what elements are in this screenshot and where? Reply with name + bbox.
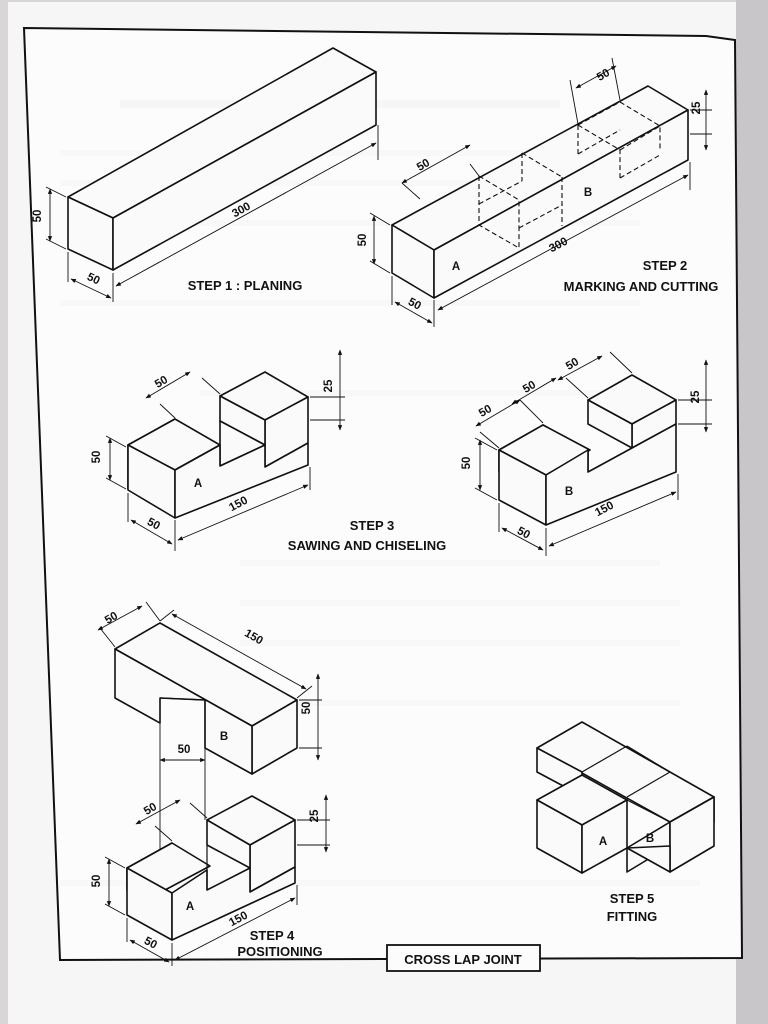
step3b-dim-height: 50 — [461, 457, 473, 470]
step5-label-line2: FITTING — [607, 909, 658, 924]
step2-dim-width: 50 — [406, 296, 423, 313]
step3-label-line1: STEP 3 — [350, 518, 395, 533]
step3a-dim-width: 50 — [145, 516, 162, 533]
step4a-dim-depth: 25 — [309, 809, 321, 822]
step3-label-line2: SAWING AND CHISELING — [288, 538, 446, 553]
step2-dim-cut-width: 50 — [415, 157, 432, 174]
step3b-dim-depth: 25 — [690, 390, 702, 403]
step2-part-a: A — [452, 261, 460, 273]
step2-dim-depth: 25 — [691, 101, 703, 114]
step5-assembled-joint: A B — [536, 721, 715, 874]
step4b-dim-width: 50 — [103, 610, 120, 627]
step3b-dim-left: 50 — [477, 403, 494, 420]
step3-piece-a: 50 50 150 50 25 A — [91, 349, 345, 551]
step3a-dim-height: 50 — [91, 451, 103, 464]
step5-label-line1: STEP 5 — [610, 891, 655, 906]
step4-piece-b-inverted: 50 150 50 50 B — [97, 601, 322, 775]
step2-dim-height: 50 — [357, 234, 369, 247]
title-box — [386, 944, 541, 972]
step4b-dim-slot: 50 — [178, 744, 191, 756]
step1-dim-height: 50 — [32, 210, 44, 223]
step4a-dim-height: 50 — [91, 875, 103, 888]
step3a-dim-depth: 25 — [323, 379, 335, 392]
step2-block: 50 50 300 50 50 25 A B — [357, 57, 712, 327]
step4-label-line2: POSITIONING — [237, 944, 322, 959]
step4a-dim-width: 50 — [142, 935, 159, 952]
step4-label-line1: STEP 4 — [250, 928, 295, 943]
step4b-part-b: B — [220, 731, 228, 743]
step2-part-b: B — [584, 187, 592, 199]
step2-dim-top-width: 50 — [595, 67, 612, 84]
step5-part-a: A — [599, 836, 607, 848]
step1-block: 50 50 300 — [32, 47, 379, 302]
step3a-dim-top: 50 — [153, 374, 170, 391]
title-text: CROSS LAP JOINT — [404, 952, 522, 967]
step5-part-b: B — [646, 833, 654, 845]
step3a-part-a: A — [194, 478, 202, 490]
step4a-part-a: A — [186, 901, 194, 913]
step1-label: STEP 1 : PLANING — [188, 278, 303, 293]
step3b-part-b: B — [565, 486, 573, 498]
step4-piece-a: 50 50 150 50 25 A — [91, 794, 330, 966]
step1-dim-width: 50 — [85, 271, 102, 287]
step2-label-line1: STEP 2 — [643, 258, 688, 273]
step4b-dim-height: 50 — [301, 702, 313, 715]
step4a-dim-top: 50 — [142, 801, 159, 818]
step3b-dim-top: 50 — [564, 356, 581, 373]
step3b-dim-width: 50 — [515, 525, 532, 542]
step2-label-line2: MARKING AND CUTTING — [564, 279, 719, 294]
step3b-dim-mid: 50 — [521, 379, 538, 396]
